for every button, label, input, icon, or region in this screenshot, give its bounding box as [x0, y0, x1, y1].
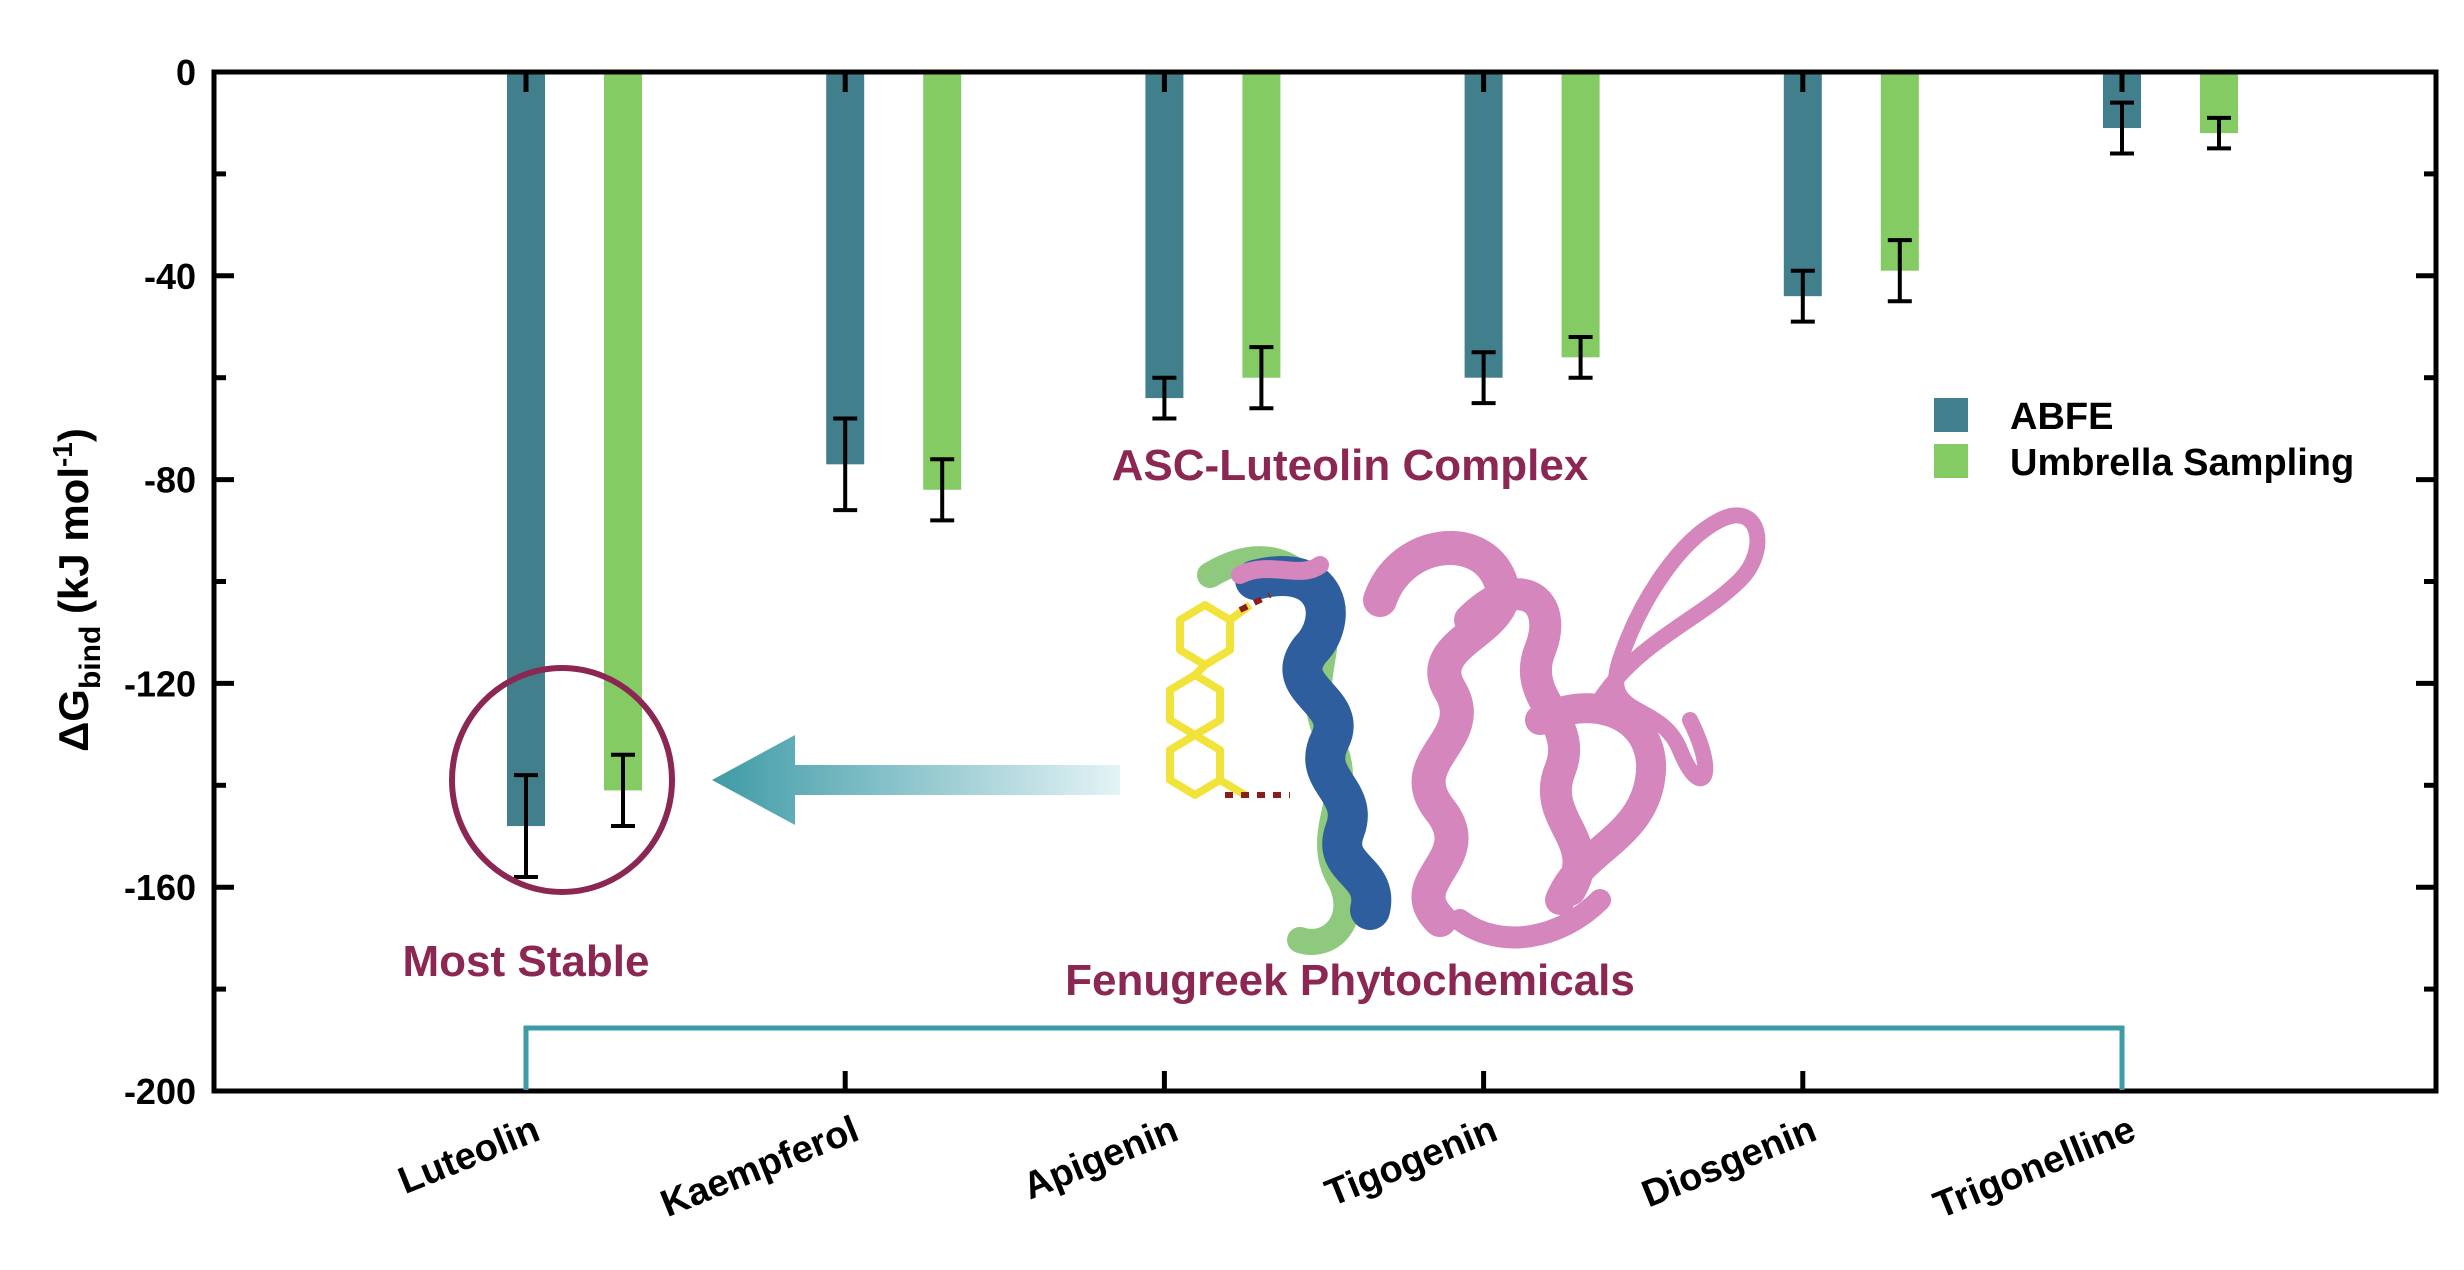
bar: [1464, 72, 1503, 378]
error-bars: [514, 100, 2231, 880]
bar: [826, 72, 865, 465]
y-axis-label-main: ΔG: [50, 689, 97, 752]
x-tick-label: Trigonelline: [1928, 1108, 2141, 1227]
x-tick-label: Apigenin: [1017, 1108, 1183, 1208]
pointer-arrow: [712, 735, 1120, 825]
bar: [1561, 72, 1600, 358]
plot-frame: [211, 69, 2439, 1094]
legend-label-umbrella: Umbrella Sampling: [2010, 442, 2354, 484]
y-axis-label-close: ): [50, 428, 97, 442]
bars: [507, 72, 2238, 827]
legend-label-abfe: ABFE: [2010, 396, 2113, 438]
y-axis-label-sup: -1: [47, 442, 78, 467]
bar: [923, 72, 962, 490]
y-axis-label-unit: (kJ mol: [50, 467, 97, 626]
y-axis-label: ΔGbind (kJ mol-1): [47, 428, 107, 752]
bar: [1880, 72, 1919, 271]
legend: ABFE Umbrella Sampling: [1934, 396, 2354, 484]
y-axis-ticks: 0 -40 -80 -120 -160 -200: [124, 52, 2436, 1112]
bar: [604, 72, 642, 791]
x-tick-label: Kaempferol: [655, 1108, 865, 1225]
y-tick-label: -200: [124, 1071, 196, 1112]
y-tick-label: -120: [124, 663, 196, 704]
x-tick-label: Diosgenin: [1636, 1108, 1822, 1216]
y-tick-label: 0: [176, 52, 196, 93]
bar: [1783, 72, 1822, 297]
y-tick-label: -80: [144, 460, 196, 501]
category-bracket: [523, 1025, 2125, 1090]
most-stable-label: Most Stable: [403, 937, 650, 986]
complex-label: ASC-Luteolin Complex: [1112, 441, 1589, 490]
y-axis-label-sub: bind: [74, 626, 107, 689]
bar: [1145, 72, 1184, 399]
x-tick-label: Luteolin: [393, 1108, 546, 1202]
legend-swatch-umbrella: [1934, 444, 1968, 478]
x-tick-label: Tigogenin: [1320, 1108, 1503, 1215]
bracket-label: Fenugreek Phytochemicals: [1065, 956, 1635, 1005]
bar: [507, 72, 545, 827]
most-stable-circle: [449, 665, 675, 895]
protein-structure-illustration: [1166, 507, 1766, 955]
bar: [1242, 72, 1281, 378]
legend-swatch-abfe: [1934, 398, 1968, 432]
y-tick-label: -40: [144, 256, 196, 297]
y-tick-label: -160: [124, 867, 196, 908]
